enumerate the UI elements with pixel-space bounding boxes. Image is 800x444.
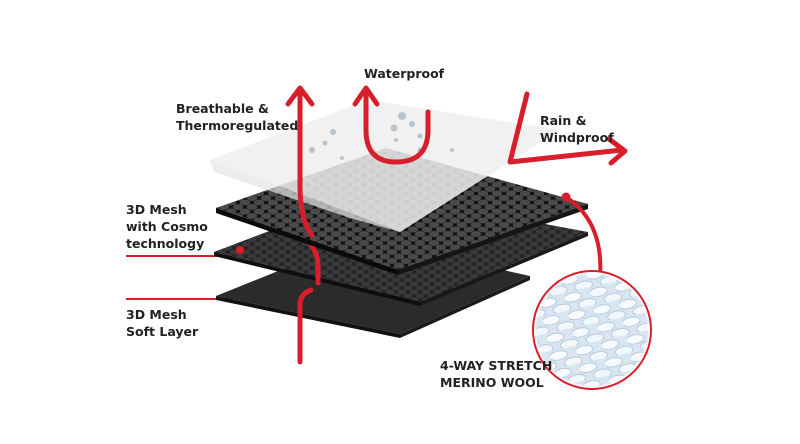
waterproof-arrowhead-icon — [352, 85, 380, 107]
breathable-label: Breathable & Thermoregulated — [176, 101, 299, 133]
breathable-arrow-upper — [297, 87, 315, 238]
merino-label: 4-WAY STRETCH MERINO WOOL — [440, 358, 553, 390]
soft-layer-edge — [216, 296, 400, 338]
water-droplets-icon — [309, 112, 454, 160]
mesh-cosmo-label: 3D Mesh with Cosmo technology — [126, 202, 208, 251]
waterproof-arrow — [363, 87, 431, 165]
breathable-arrow-lower — [297, 287, 314, 365]
merino-pointer-dot — [561, 192, 571, 202]
windproof-arrowhead-icon — [606, 136, 628, 166]
rain-windproof-label: Rain & Windproof — [540, 113, 614, 145]
cosmo-layer-pointer-dot — [236, 246, 244, 254]
waterproof-label: Waterproof — [364, 66, 445, 81]
mesh-soft-label: 3D Mesh Soft Layer — [126, 307, 199, 339]
windproof-arrow — [507, 91, 625, 165]
breathable-arrowhead-icon — [285, 85, 315, 107]
merino-pointer-line — [564, 195, 603, 279]
merino-wool-zoom-icon — [523, 261, 661, 399]
